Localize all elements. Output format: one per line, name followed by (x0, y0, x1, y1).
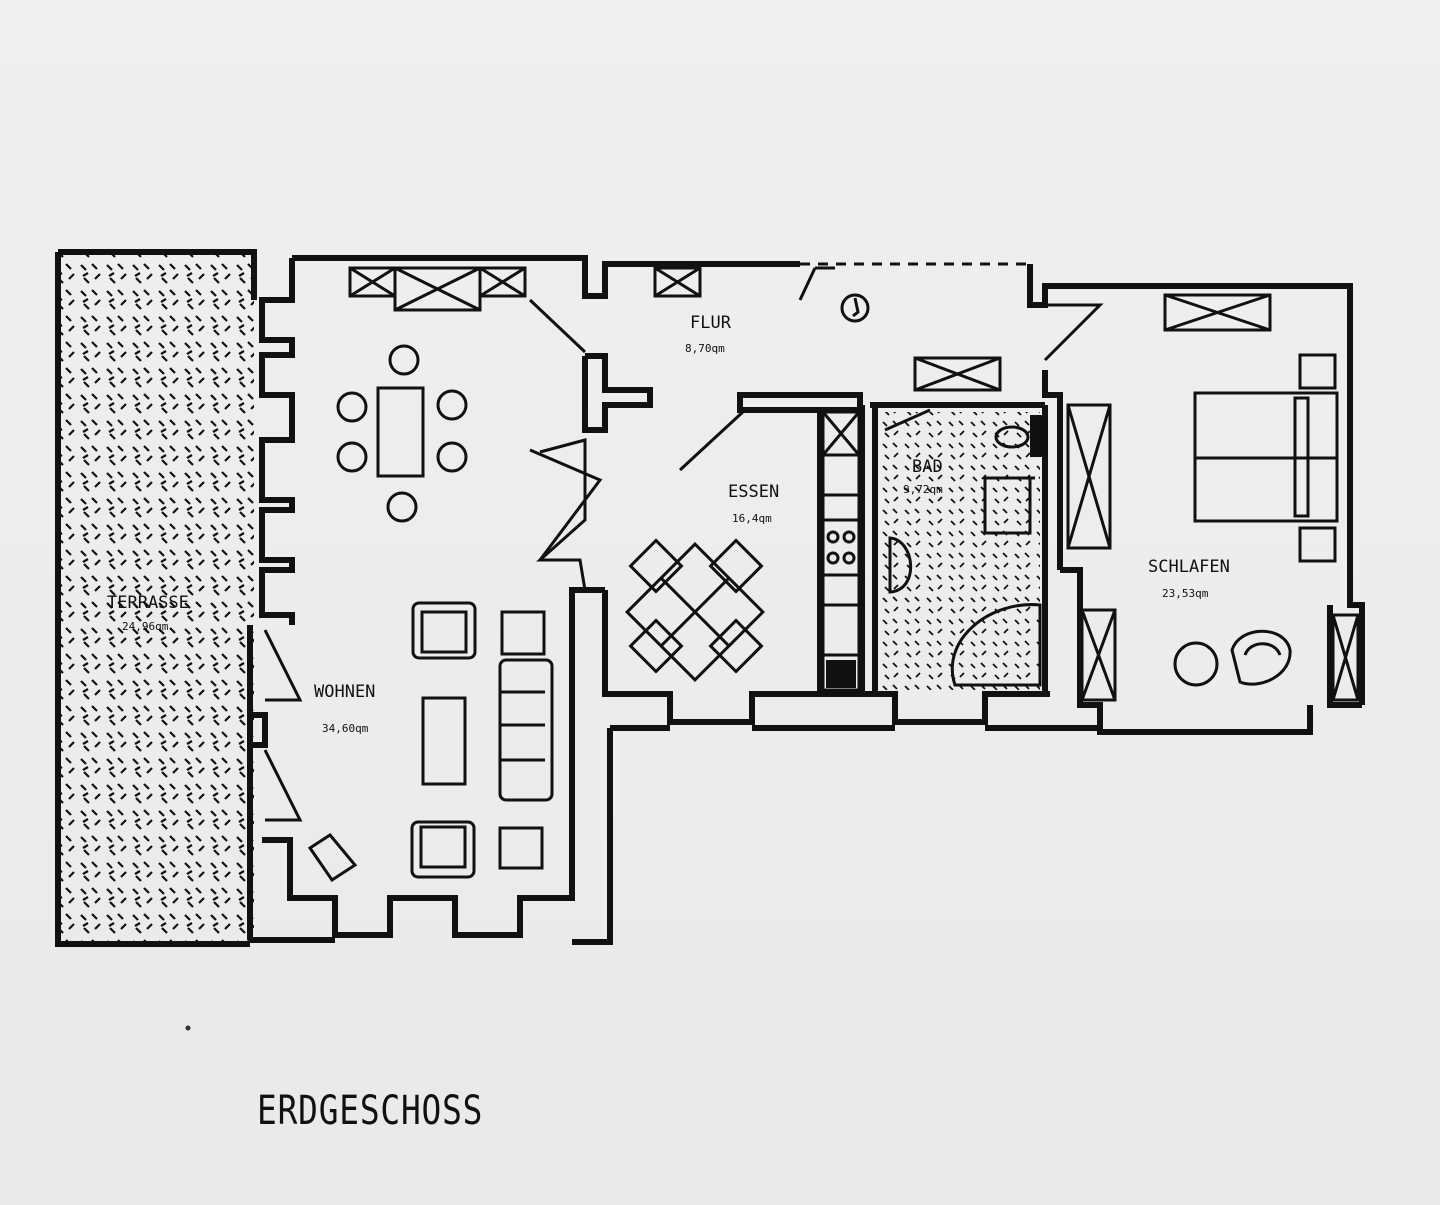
room-label-terrasse: TERRASSE (107, 593, 189, 613)
fuse-box-icon (840, 293, 870, 323)
room-label-essen: ESSEN (728, 482, 779, 502)
room-label-wohnen: WOHNEN (314, 682, 375, 702)
room-area-flur: 8,70qm (685, 342, 725, 355)
windows (348, 266, 1360, 702)
wohnen-furniture (307, 344, 554, 883)
plan-title: ERDGESCHOSS (257, 1088, 484, 1134)
room-label-bad: BAD (912, 457, 943, 477)
outer-walls (247, 255, 1365, 945)
room-area-essen: 16,4qm (732, 512, 772, 525)
door-swings (263, 266, 1104, 822)
paper-dot (185, 1025, 191, 1031)
bad-fixtures (888, 415, 1042, 687)
room-label-flur: FLUR (690, 313, 732, 333)
room-label-schlafen: SCHLAFEN (1148, 557, 1230, 577)
terrasse-area (55, 249, 257, 947)
room-area-bad: 9,72qm (903, 483, 943, 496)
essen-furniture (624, 410, 861, 692)
room-area-schlafen: 23,53qm (1162, 587, 1209, 600)
room-area-wohnen: 34,60qm (322, 722, 369, 735)
room-area-terrasse: 24,96qm (122, 620, 169, 633)
interior-walls (582, 353, 1048, 694)
schlafen-furniture (1173, 353, 1339, 687)
room-labels: TERRASSE 24,96qm WOHNEN 34,60qm FLUR 8,7… (107, 313, 1230, 735)
